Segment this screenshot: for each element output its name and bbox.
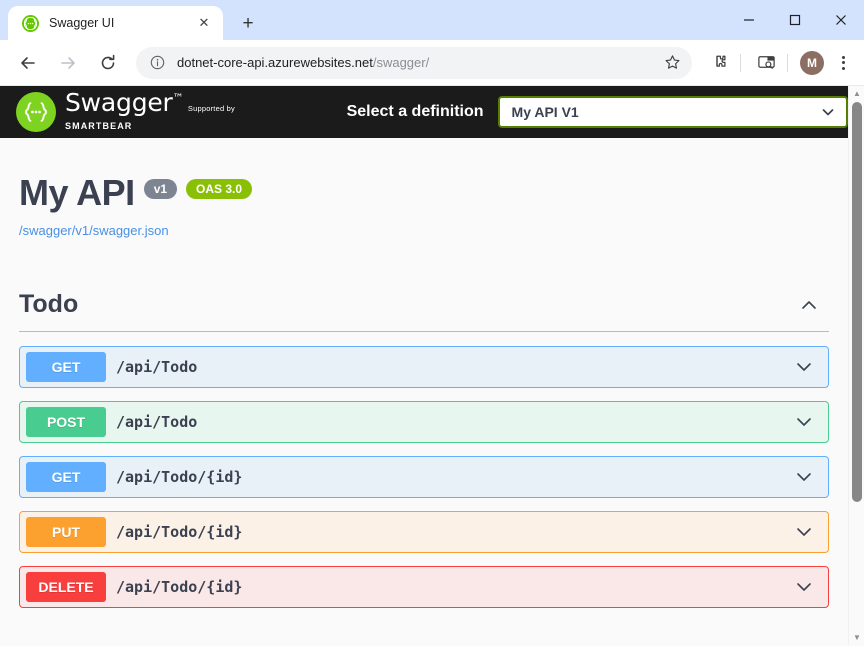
back-button[interactable] <box>12 47 44 79</box>
toolbar-divider-2 <box>787 53 788 72</box>
operation-row[interactable]: GET/api/Todo/{id} <box>19 456 829 498</box>
page-scrollbar[interactable]: ▲ ▼ <box>848 86 864 645</box>
scrollbar-thumb[interactable] <box>852 102 862 502</box>
kebab-menu-icon[interactable] <box>830 48 856 78</box>
swagger-ui-page: Swagger™ Supported by SMARTBEAR Select a… <box>0 86 848 608</box>
tag-section-todo: Todo <box>0 290 848 332</box>
chevron-down-icon[interactable] <box>794 467 814 487</box>
window-controls <box>726 0 864 40</box>
browser-toolbar: dotnet-core-api.azurewebsites.net/swagge… <box>0 40 864 86</box>
operation-row[interactable]: PUT/api/Todo/{id} <box>19 511 829 553</box>
url-text[interactable]: dotnet-core-api.azurewebsites.net/swagge… <box>177 55 658 70</box>
chevron-down-icon[interactable] <box>794 357 814 377</box>
page-title: My API <box>19 172 135 213</box>
operation-path: /api/Todo/{id} <box>116 523 243 541</box>
window-close-button[interactable] <box>818 0 864 40</box>
operation-row[interactable]: GET/api/Todo <box>19 346 829 388</box>
star-icon[interactable] <box>658 49 686 77</box>
tag-header[interactable]: Todo <box>19 290 829 332</box>
chevron-down-icon[interactable] <box>794 412 814 432</box>
page-viewport: Swagger™ Supported by SMARTBEAR Select a… <box>0 86 864 645</box>
info-circle-icon[interactable] <box>146 52 168 74</box>
operation-method-badge: PUT <box>26 517 106 547</box>
definition-select-value: My API V1 <box>511 104 579 120</box>
avatar[interactable]: M <box>800 50 824 75</box>
window-minimize-button[interactable] <box>726 0 772 40</box>
tag-name: Todo <box>19 290 79 318</box>
operation-method-badge: POST <box>26 407 106 437</box>
url-path: /swagger/ <box>372 55 430 70</box>
browser-tab-swagger-ui[interactable]: Swagger UI ✕ <box>8 6 223 40</box>
operation-path: /api/Todo/{id} <box>116 468 243 486</box>
chevron-up-icon[interactable] <box>799 295 829 315</box>
toolbar-divider <box>740 53 741 72</box>
window-maximize-button[interactable] <box>772 0 818 40</box>
trademark-symbol: ™ <box>172 91 184 105</box>
chevron-down-icon <box>820 104 836 120</box>
swagger-wordmark: Swagger™ <box>65 88 184 117</box>
definition-select[interactable]: My API V1 <box>497 96 848 128</box>
extensions-puzzle-icon[interactable] <box>704 48 734 78</box>
tab-strip: Swagger UI ✕ + <box>0 0 864 40</box>
api-title-row: My API v1 OAS 3.0 <box>19 172 829 214</box>
operation-row[interactable]: POST/api/Todo <box>19 401 829 443</box>
swagger-logo-text: Swagger™ Supported by SMARTBEAR <box>65 90 259 134</box>
forward-button[interactable] <box>52 47 84 79</box>
operation-row[interactable]: DELETE/api/Todo/{id} <box>19 566 829 608</box>
chevron-down-icon[interactable] <box>794 577 814 597</box>
operation-path: /api/Todo <box>116 358 198 376</box>
smartbear-brand: SMARTBEAR <box>65 121 133 131</box>
operation-path: /api/Todo <box>116 413 198 431</box>
url-host: dotnet-core-api.azurewebsites.net <box>177 55 373 70</box>
operation-method-badge: GET <box>26 352 106 382</box>
operation-path: /api/Todo/{id} <box>116 578 243 596</box>
reload-button[interactable] <box>92 47 124 79</box>
swagger-logo-icon <box>16 92 56 132</box>
address-bar[interactable]: dotnet-core-api.azurewebsites.net/swagge… <box>136 46 692 79</box>
version-badge: v1 <box>143 179 178 199</box>
swagger-logo[interactable]: Swagger™ Supported by SMARTBEAR <box>16 90 259 134</box>
reading-mode-icon[interactable] <box>751 48 781 78</box>
new-tab-button[interactable]: + <box>242 12 254 34</box>
operation-method-badge: GET <box>26 462 106 492</box>
swagger-topbar: Swagger™ Supported by SMARTBEAR Select a… <box>0 86 848 138</box>
operation-method-badge: DELETE <box>26 572 106 602</box>
spec-url-link[interactable]: /swagger/v1/swagger.json <box>19 223 169 238</box>
tab-close-icon[interactable]: ✕ <box>198 15 210 30</box>
api-info: My API v1 OAS 3.0 /swagger/v1/swagger.js… <box>0 138 848 238</box>
chevron-down-icon[interactable] <box>794 522 814 542</box>
swagger-favicon-icon <box>22 14 39 32</box>
tab-title: Swagger UI <box>49 16 115 30</box>
scrollbar-down-arrow[interactable]: ▼ <box>853 633 861 642</box>
scrollbar-up-arrow[interactable]: ▲ <box>853 89 861 98</box>
select-definition-label: Select a definition <box>346 103 484 120</box>
oas-badge: OAS 3.0 <box>186 179 253 199</box>
swagger-supported-by: Supported by SMARTBEAR <box>65 104 235 131</box>
